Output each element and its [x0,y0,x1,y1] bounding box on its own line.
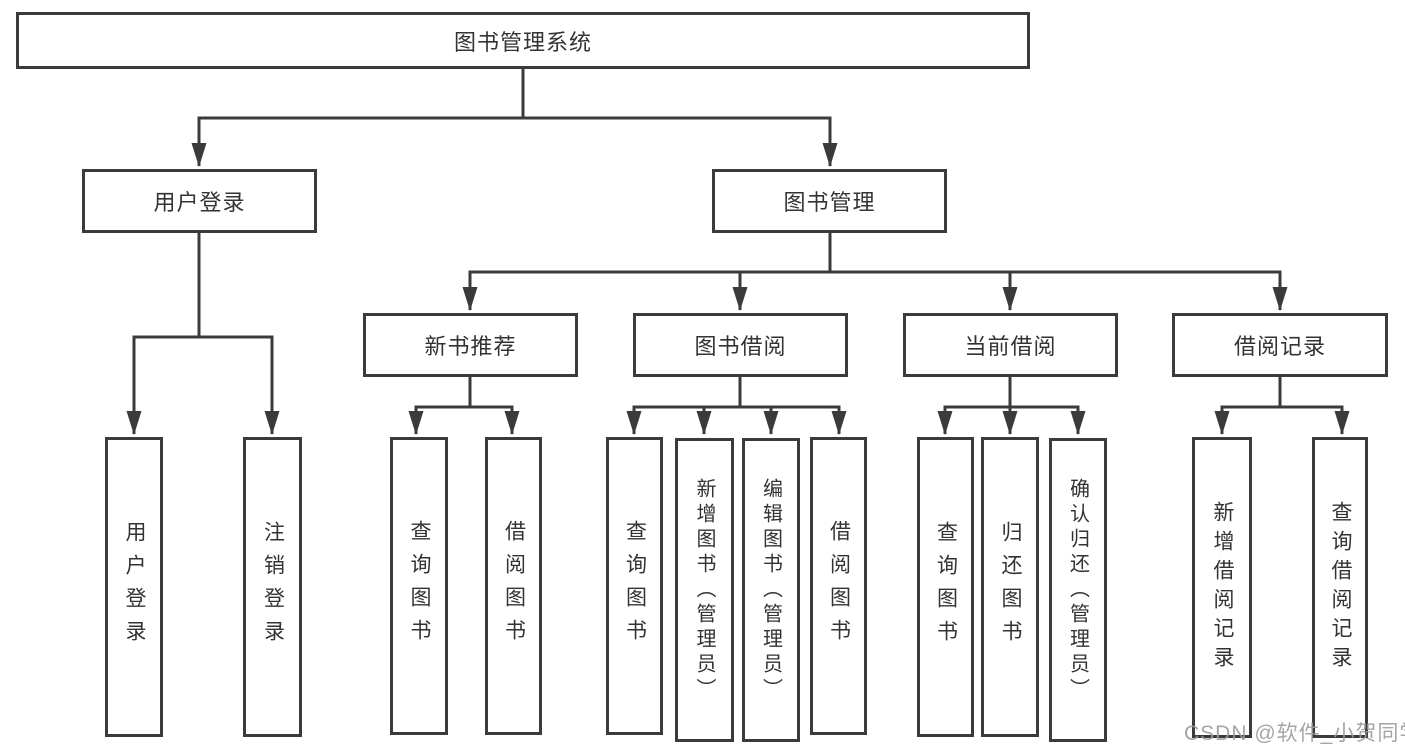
leaf-add-books-admin: 新增图书（管理员） [675,438,734,742]
leaf-query-borrow-record: 查询借阅记录 [1312,437,1368,738]
node-book-borrow: 图书借阅 [633,313,848,377]
node-root-library-system: 图书管理系统 [16,12,1030,69]
node-book-management-branch: 图书管理 [712,169,947,233]
leaf-borrow-books: 借阅图书 [810,437,867,735]
node-borrow-records: 借阅记录 [1172,313,1388,377]
leaf-confirm-return-admin: 确认归还（管理员） [1049,438,1107,742]
leaf-add-borrow-record: 新增借阅记录 [1192,437,1252,738]
node-new-book-recommend: 新书推荐 [363,313,578,377]
leaf-query-books-current: 查询图书 [917,437,974,737]
leaf-query-books-recommend: 查询图书 [390,437,448,735]
leaf-edit-books-admin: 编辑图书（管理员） [742,438,800,742]
leaf-query-books-borrow: 查询图书 [606,437,663,735]
leaf-return-books: 归还图书 [981,437,1039,737]
csdn-watermark: CSDN @软件_小贺同学 [1184,722,1405,745]
leaf-user-login: 用户登录 [105,437,163,737]
leaf-borrow-books-recommend: 借阅图书 [485,437,542,735]
node-current-borrow: 当前借阅 [903,313,1118,377]
leaf-logout: 注销登录 [243,437,302,737]
node-user-login-branch: 用户登录 [82,169,317,233]
